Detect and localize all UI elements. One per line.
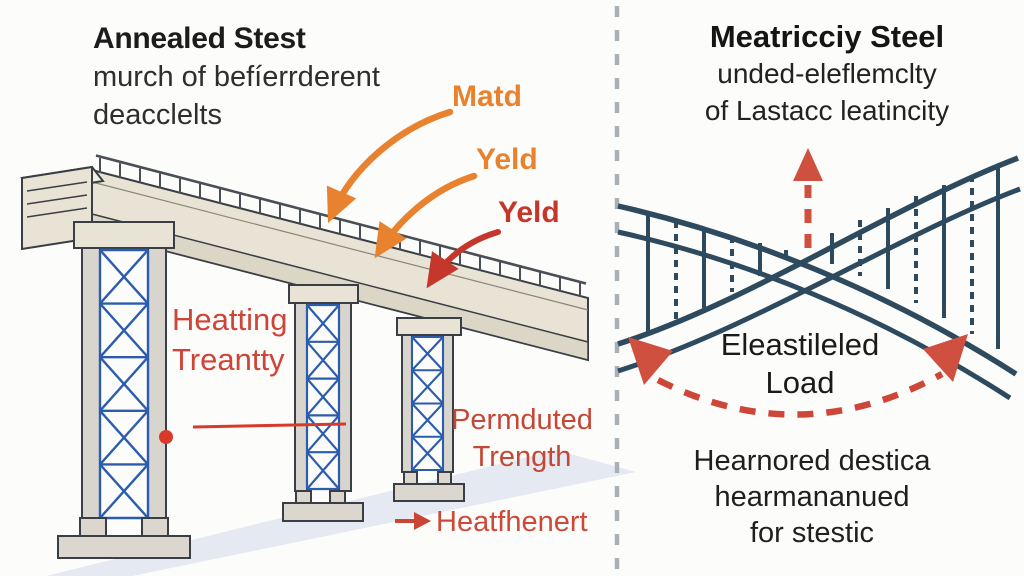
- girder-bridge-illustration: [20, 108, 636, 576]
- right-caption-line3: for stestic: [749, 517, 875, 549]
- uplift-arrow: [793, 148, 823, 248]
- permduted-label-line2: Trength: [472, 441, 572, 473]
- heating-label: Heatting Treantty: [172, 300, 287, 380]
- right-subtitle-line2: of Lastacc leatincity: [704, 95, 950, 126]
- heatfhenert-arrow-icon: [395, 512, 431, 530]
- annotation-line: [192, 422, 347, 429]
- permduted-label: Permduted Trength: [432, 402, 612, 476]
- pier-large: [57, 221, 191, 559]
- yeld-orange-arrow: [374, 172, 478, 259]
- matd-arrow: [326, 108, 454, 224]
- permduted-label-line1: Permduted: [451, 404, 593, 436]
- left-subtitle-line1: murch of befíerrderent: [93, 61, 380, 93]
- arch-bridge-illustration: [617, 148, 1021, 418]
- heatfhenert-label: Heatfhenert: [436, 506, 588, 538]
- pier-middle: [282, 284, 364, 522]
- left-title: Annealed Stest: [93, 22, 306, 55]
- truss-struts: [646, 167, 1000, 349]
- left-title-block: Annealed Stest murch of befíerrderent de…: [93, 20, 380, 134]
- callout-matd: Matd: [452, 80, 522, 113]
- left-subtitle-line2: deacclelts: [93, 99, 222, 131]
- right-caption: Hearnored destica hearmananued for stest…: [652, 443, 972, 551]
- ascending-chord-outer: [617, 155, 1019, 347]
- load-label-line2: Load: [765, 365, 835, 400]
- pier-small: [393, 317, 465, 502]
- annotation-dot: [159, 430, 173, 444]
- heating-label-line1: Heatting: [172, 302, 288, 337]
- yeld-red-arrow: [426, 229, 501, 289]
- right-subtitle-line1: unded-eleflemclty: [717, 58, 937, 89]
- load-arc-arrow: [628, 334, 968, 418]
- load-label-line1: Eleastileled: [720, 327, 880, 362]
- heating-label-line2: Treantty: [172, 342, 285, 377]
- callout-yeld-orange: Yeld: [476, 143, 538, 176]
- right-title-block: Meatricciy Steel unded-eleflemclty of La…: [640, 18, 1014, 129]
- callout-yeld-red: Yeld: [498, 196, 560, 229]
- load-label: Eleastileled Load: [655, 326, 945, 402]
- right-caption-line1: Hearnored destica: [693, 445, 931, 477]
- ascending-chord-inner: [617, 186, 1021, 374]
- right-title: Meatricciy Steel: [709, 19, 945, 54]
- right-caption-line2: hearmananued: [714, 481, 910, 513]
